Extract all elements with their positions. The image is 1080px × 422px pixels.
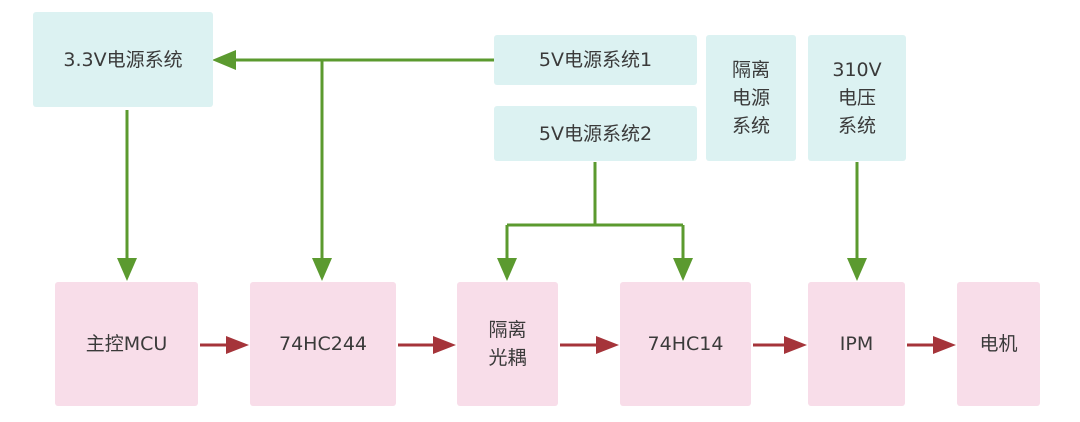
ipm-box: IPM	[808, 282, 905, 406]
arrowhead-3v3	[212, 50, 236, 70]
74hc244-box: 74HC244	[250, 282, 396, 406]
arrowhead-74hc244	[312, 258, 332, 281]
mcu-box: 主控MCU	[55, 282, 198, 406]
power-3v3-box: 3.3V电源系统	[33, 12, 213, 107]
signal-arrowhead	[226, 336, 249, 354]
signal-arrowhead	[596, 336, 619, 354]
arrowhead-mcu	[117, 258, 137, 281]
power-5v2-box: 5V电源系统2	[494, 106, 697, 161]
310v-power-box: 310V 电压 系统	[808, 35, 906, 161]
signal-arrowhead	[433, 336, 456, 354]
arrowhead-opto	[497, 258, 517, 281]
signal-arrowhead	[933, 336, 956, 354]
arrowhead-ipm	[847, 258, 867, 281]
74hc14-box: 74HC14	[620, 282, 751, 406]
isolated-power-box: 隔离 电源 系统	[706, 35, 796, 161]
power-line-5v2-split	[505, 162, 685, 258]
power-5v1-box: 5V电源系统1	[494, 35, 697, 85]
signal-arrowhead	[784, 336, 807, 354]
optocoupler-box: 隔离 光耦	[457, 282, 558, 406]
arrowhead-74hc14	[673, 258, 693, 281]
motor-box: 电机	[957, 282, 1040, 406]
